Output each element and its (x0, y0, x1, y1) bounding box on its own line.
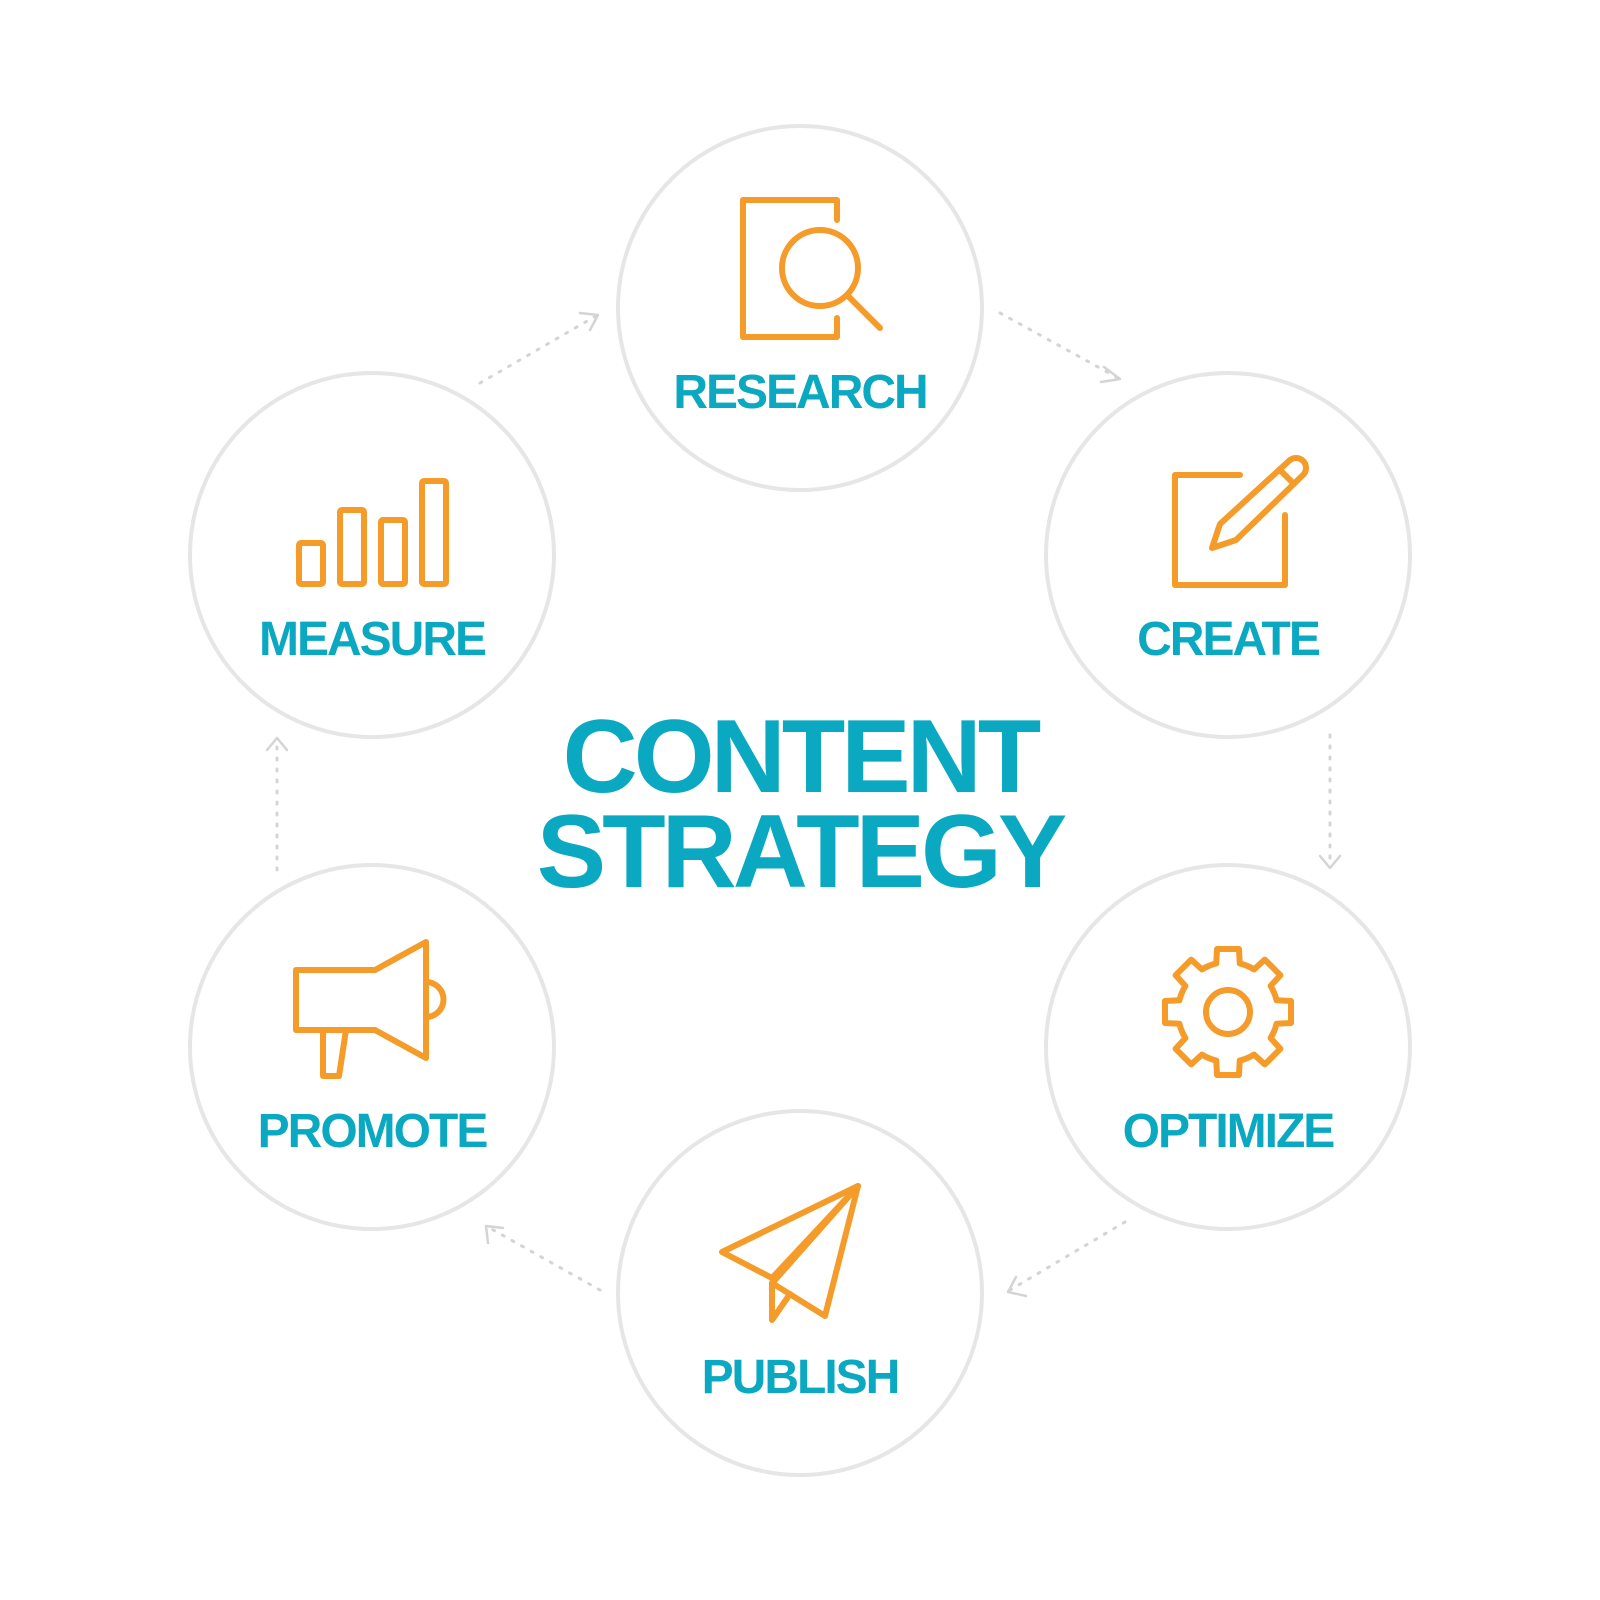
step-circle (616, 124, 984, 492)
document-search-icon (740, 197, 883, 340)
step-circle (188, 371, 556, 739)
gear-icon (1162, 946, 1294, 1078)
connector-measure-to-research (478, 311, 600, 385)
step-optimize: OPTIMIZE (1044, 863, 1412, 1231)
megaphone-icon (293, 939, 447, 1079)
connector-research-to-create (998, 311, 1122, 384)
step-circle (188, 863, 556, 1231)
step-create: CREATE (1044, 371, 1412, 739)
center-title-line-1: CONTENT (563, 699, 1041, 815)
paper-plane-icon (719, 1183, 861, 1323)
step-circle (1044, 863, 1412, 1231)
edit-pencil-icon (1172, 455, 1309, 588)
connector-create-to-optimize (1318, 733, 1342, 870)
step-label-measure: MEASURE (259, 613, 486, 666)
center-title: CONTENT STRATEGY (537, 699, 1070, 910)
step-circle (1044, 371, 1412, 739)
step-label-publish: PUBLISH (702, 1351, 899, 1404)
connector-publish-to-promote (484, 1224, 602, 1292)
step-label-research: RESEARCH (673, 366, 926, 419)
step-label-promote: PROMOTE (258, 1105, 488, 1158)
step-promote: PROMOTE (188, 863, 556, 1231)
connector-promote-to-measure (265, 736, 289, 872)
bar-chart-icon (296, 478, 449, 587)
step-circle (616, 1109, 984, 1477)
step-label-create: CREATE (1137, 613, 1320, 666)
cycle-connectors (265, 311, 1342, 1298)
step-research: RESEARCH (616, 124, 984, 492)
step-label-optimize: OPTIMIZE (1123, 1105, 1335, 1158)
step-publish: PUBLISH (616, 1109, 984, 1477)
center-title-line-2: STRATEGY (537, 794, 1066, 910)
step-measure: MEASURE (188, 371, 556, 739)
connector-optimize-to-publish (1006, 1220, 1127, 1298)
